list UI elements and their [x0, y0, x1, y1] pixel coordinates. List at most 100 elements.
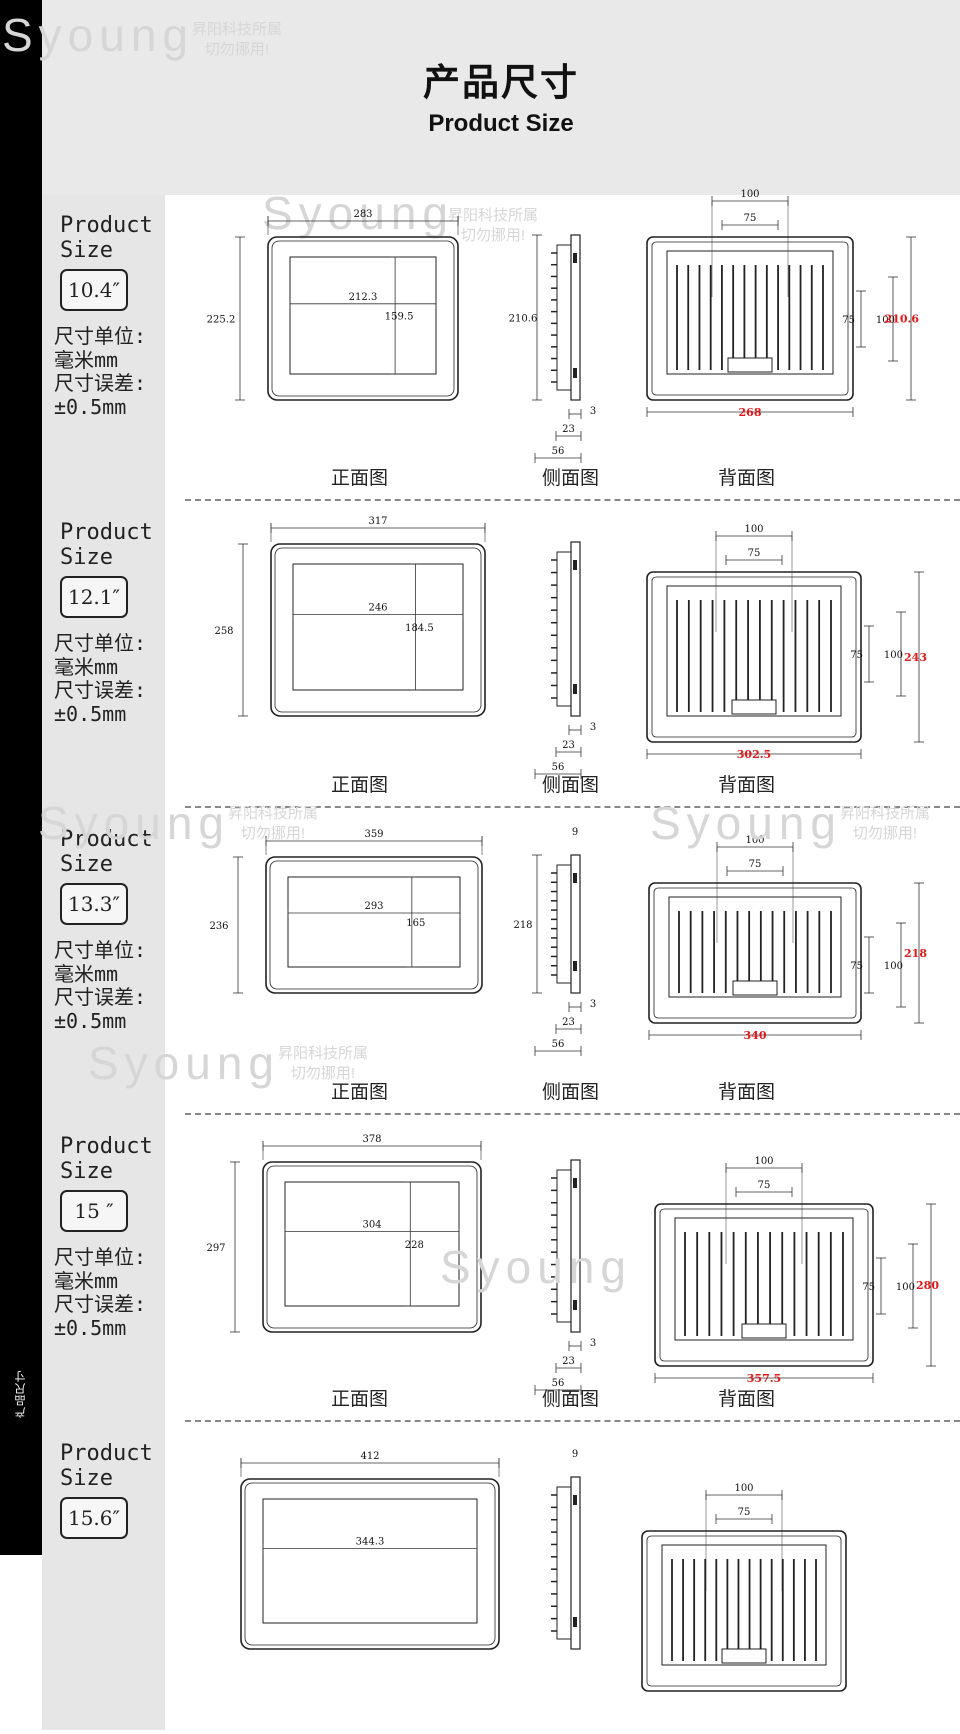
section-divider — [185, 499, 960, 501]
dimension-label: 75 — [850, 650, 863, 661]
back-frame-inner — [659, 1208, 869, 1362]
dimension-label: 236 — [209, 921, 228, 932]
dimension-label: 100 — [884, 650, 903, 661]
dimension-label: 9 — [572, 827, 578, 838]
dimension-label: 412 — [360, 1451, 379, 1462]
dimension-label: 210.6 — [885, 313, 920, 326]
dimension-label: 159.5 — [385, 312, 414, 323]
back-frame-outer — [646, 236, 854, 401]
dimension-label: 23 — [562, 740, 575, 751]
side-heatsink — [556, 244, 572, 391]
screen-size-badge: 12.1″ — [60, 576, 128, 618]
dimension-label: 100 — [734, 1483, 753, 1494]
caption-front-view: 正面图 — [331, 467, 389, 489]
dimension-label: 297 — [206, 1243, 225, 1254]
dimension-label: 56 — [552, 1039, 565, 1050]
caption-side-view: 侧面图 — [542, 774, 600, 796]
front-bezel-outer — [262, 1161, 482, 1333]
back-frame-outer — [654, 1203, 874, 1367]
back-housing — [674, 1217, 854, 1341]
caption-back-view: 背面图 — [718, 1388, 776, 1410]
side-port — [573, 560, 577, 570]
side-heatsink — [556, 864, 572, 984]
dimension-label: 246 — [368, 602, 387, 613]
front-bezel-outer — [270, 543, 486, 717]
dimension-label: 184.5 — [405, 623, 434, 634]
dimension-label: 75 — [749, 859, 762, 870]
front-bezel-inner — [266, 1165, 478, 1329]
screen-size-badge: 15.6″ — [60, 1497, 128, 1539]
dimension-label: 75 — [744, 213, 757, 224]
dimension-label: 283 — [353, 209, 372, 220]
caption-back-view: 背面图 — [718, 1081, 776, 1103]
side-port — [573, 368, 577, 378]
dimension-label: 56 — [552, 446, 565, 457]
back-port-cover — [731, 699, 777, 715]
dimension-label: 3 — [590, 406, 596, 417]
product-size-label: Product Size — [60, 213, 153, 263]
section-divider — [185, 1113, 960, 1115]
dimension-label: 3 — [590, 1338, 596, 1349]
front-bezel-inner — [274, 547, 482, 713]
dimension-label: 268 — [739, 406, 762, 419]
dimension-label: 359 — [364, 829, 383, 840]
dimension-label: 100 — [896, 1282, 915, 1293]
dimension-label: 56 — [552, 1378, 565, 1389]
side-port — [573, 1178, 577, 1188]
front-bezel-outer — [267, 236, 459, 401]
unit-tolerance-text: 尺寸单位: 毫米mm 尺寸误差: ±0.5mm — [54, 324, 147, 419]
dimension-label: 218 — [904, 947, 927, 960]
screen-size-badge: 15 ″ — [60, 1190, 128, 1232]
page-title: 产品尺寸 — [423, 61, 579, 104]
back-housing — [666, 250, 834, 375]
dimension-label: 56 — [552, 762, 565, 773]
side-heatsink — [556, 1169, 572, 1323]
front-bezel-inner — [244, 1482, 496, 1646]
back-port-cover — [732, 980, 778, 996]
back-frame-outer — [641, 1530, 847, 1692]
dimension-label: 75 — [862, 1282, 875, 1293]
dimension-label: 357.5 — [747, 1372, 781, 1385]
front-view: 359 236 293 165 — [209, 829, 483, 994]
dimension-label: 100 — [876, 315, 895, 326]
caption-side-view: 侧面图 — [542, 467, 600, 489]
front-bezel-outer — [240, 1478, 500, 1650]
back-port-cover — [721, 1648, 767, 1664]
dimension-label: 340 — [744, 1029, 767, 1042]
dimension-label: 100 — [744, 524, 763, 535]
dimension-label: 304 — [362, 1220, 381, 1231]
back-housing — [668, 896, 842, 998]
dimension-label: 165 — [406, 918, 425, 929]
back-frame-inner — [651, 576, 857, 738]
dimension-label: 210.6 — [509, 314, 538, 325]
unit-tolerance-text: 尺寸单位: 毫米mm 尺寸误差: ±0.5mm — [54, 631, 147, 726]
page-header: 产品尺寸 Product Size — [42, 0, 960, 195]
product-size-label: Product Size — [60, 1134, 153, 1184]
dimension-label: 293 — [364, 901, 383, 912]
back-port-cover — [741, 1323, 787, 1339]
back-frame-outer — [646, 571, 862, 743]
back-frame-inner — [653, 887, 857, 1019]
dimension-label: 243 — [904, 651, 927, 664]
